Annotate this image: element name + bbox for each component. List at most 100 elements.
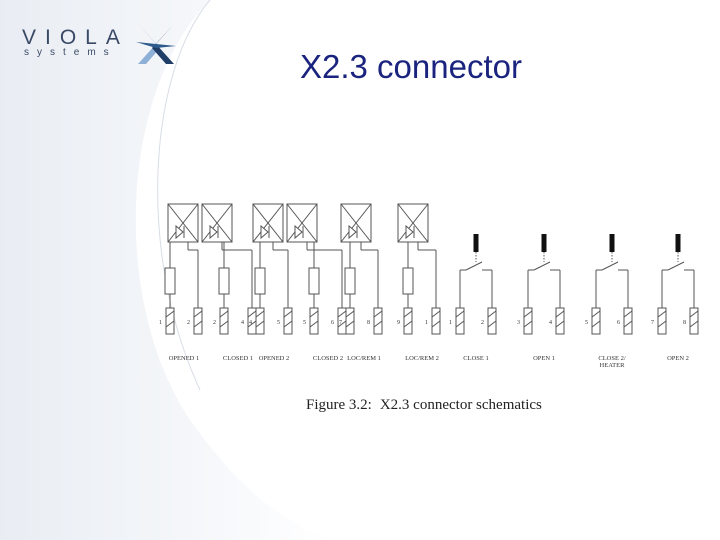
terminal-screw-line bbox=[219, 320, 229, 328]
terminal-screw-line bbox=[345, 310, 355, 318]
terminal-right: 4 bbox=[549, 307, 565, 335]
terminal-body bbox=[165, 307, 175, 335]
terminal-pin-number: 4 bbox=[241, 320, 244, 326]
terminal-screw-line bbox=[689, 320, 699, 328]
diode-triangle bbox=[209, 224, 218, 240]
terminal-screw-line bbox=[591, 320, 601, 328]
switch-contact bbox=[601, 261, 619, 271]
relay-box bbox=[286, 203, 318, 243]
switch-actuator bbox=[609, 234, 615, 252]
terminal-left: 7 bbox=[651, 307, 667, 335]
switch-contact bbox=[667, 261, 685, 271]
terminal-right: 1 bbox=[425, 307, 441, 335]
terminal-screw-line bbox=[623, 310, 633, 318]
terminal-screw-line bbox=[431, 320, 441, 328]
switch-input-label-line2: HEATER bbox=[600, 362, 626, 369]
relay-box bbox=[397, 203, 429, 243]
terminal-pin-number: 5 bbox=[277, 320, 280, 326]
terminal-screw-line bbox=[657, 310, 667, 318]
relay-output-label: CLOSED 1 bbox=[223, 355, 253, 362]
terminal-screw-line bbox=[165, 310, 175, 318]
switch-actuator bbox=[675, 234, 681, 252]
terminal-screw-line bbox=[555, 320, 565, 328]
terminal-screw-line bbox=[345, 320, 355, 328]
relay-diagonal bbox=[340, 203, 372, 243]
switch-actuator bbox=[541, 234, 547, 252]
terminal-screw-line bbox=[255, 310, 265, 318]
terminal-screw-line bbox=[373, 310, 383, 318]
terminal-pin-number: 6 bbox=[617, 320, 620, 326]
relay-diagonal bbox=[397, 203, 429, 243]
terminal-screw-line bbox=[623, 320, 633, 328]
relay-box bbox=[201, 203, 233, 243]
terminal-screw-line bbox=[657, 320, 667, 328]
terminal-left: 9 bbox=[397, 307, 413, 335]
relay-resistor bbox=[254, 267, 266, 295]
relay-box bbox=[167, 203, 199, 243]
relay-box bbox=[252, 203, 284, 243]
terminal-screw-line bbox=[487, 320, 497, 328]
diode-triangle bbox=[405, 224, 414, 240]
terminal-screw-line bbox=[555, 310, 565, 318]
terminal-screw-line bbox=[455, 310, 465, 318]
relay-resistor bbox=[402, 267, 414, 295]
terminal-screw-line bbox=[591, 310, 601, 318]
terminal-screw-line bbox=[373, 320, 383, 328]
terminal-screw-line bbox=[455, 320, 465, 328]
terminal-pin-number: 4 bbox=[249, 320, 252, 326]
figure-caption-label: Figure 3.2: bbox=[306, 397, 372, 413]
terminal-pin-number: 2 bbox=[481, 320, 484, 326]
terminal-pin-number: 5 bbox=[585, 320, 588, 326]
terminal-right: 8 bbox=[683, 307, 699, 335]
switch-contact bbox=[465, 261, 483, 271]
terminal-screw-line bbox=[165, 320, 175, 328]
terminal-pin-number: 7 bbox=[651, 320, 654, 326]
relay-diagonal bbox=[201, 203, 233, 243]
terminal-screw-line bbox=[523, 310, 533, 318]
relay-diagonal bbox=[286, 203, 318, 243]
switch-input-label: CLOSE 2/ bbox=[598, 355, 625, 362]
relay-output-label: LOC/REM 1 bbox=[347, 355, 381, 362]
terminal-screw-line bbox=[193, 320, 203, 328]
switch-actuator bbox=[473, 234, 479, 252]
terminal-right: 2 bbox=[481, 307, 497, 335]
terminal-screw-line bbox=[337, 310, 347, 318]
background-swoosh bbox=[0, 0, 330, 540]
terminal-screw-line bbox=[219, 310, 229, 318]
terminal-screw-line bbox=[689, 310, 699, 318]
terminal-screw-line bbox=[309, 320, 319, 328]
diode-triangle bbox=[348, 224, 357, 240]
terminal-screw-line bbox=[309, 310, 319, 318]
diode-triangle bbox=[260, 224, 269, 240]
terminal-screw-line bbox=[247, 320, 257, 328]
terminal-screw-line bbox=[283, 320, 293, 328]
logo-subtitle: systems bbox=[24, 47, 117, 58]
terminal-pin-number: 4 bbox=[549, 320, 552, 326]
terminal-left: 1 bbox=[449, 307, 465, 335]
logo-x-mark-icon bbox=[136, 24, 176, 64]
terminal-left: 5 bbox=[585, 307, 601, 335]
terminal-right: 2 bbox=[187, 307, 203, 335]
terminal-pin-number: 5 bbox=[303, 320, 306, 326]
terminal-right: 8 bbox=[367, 307, 383, 335]
switch-contact bbox=[533, 261, 551, 271]
terminal-left: 5 bbox=[303, 307, 319, 335]
figure-caption-text: X2.3 connector schematics bbox=[379, 397, 542, 413]
relay-resistor bbox=[308, 267, 320, 295]
relay-output-label: CLOSED 2 bbox=[313, 355, 343, 362]
terminal-pin-number: 7 bbox=[339, 320, 342, 326]
terminal-screw-line bbox=[403, 310, 413, 318]
relay-diagonal bbox=[252, 203, 284, 243]
terminal-pin-number: 8 bbox=[683, 320, 686, 326]
terminal-screw-line bbox=[487, 310, 497, 318]
relay-output-label: OPENED 2 bbox=[259, 355, 290, 362]
terminal-screw-line bbox=[403, 320, 413, 328]
